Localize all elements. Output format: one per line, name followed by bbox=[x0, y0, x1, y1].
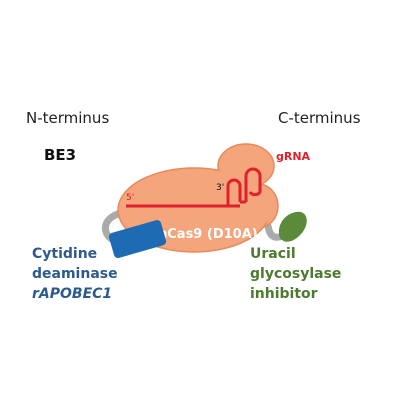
grna-hairpin-1 bbox=[226, 178, 242, 206]
cas9-label: nCas9 (D10A) bbox=[158, 227, 258, 242]
grna-hairpin-2 bbox=[244, 167, 262, 202]
construct-label: BE3 bbox=[44, 146, 76, 164]
deaminase-domain-shape bbox=[108, 220, 167, 259]
deaminase-block bbox=[108, 220, 167, 259]
ugi-label-line3: inhibitor bbox=[250, 286, 318, 302]
cas9-lobe-right-fill bbox=[238, 186, 274, 226]
grna-three-prime-label: 3' bbox=[216, 183, 224, 193]
grna-label: gRNA bbox=[276, 150, 311, 163]
n-terminus-label: N-terminus bbox=[26, 109, 109, 127]
ugi-blob bbox=[278, 211, 307, 242]
ugi-domain-shape bbox=[278, 211, 307, 242]
deaminase-label-line3: rAPOBEC1 bbox=[32, 286, 112, 302]
c-terminus-label: C-terminus bbox=[278, 109, 361, 127]
grna-shape: 5' 3' gRNA bbox=[126, 150, 311, 208]
deaminase-label-line1: Cytidine bbox=[32, 246, 97, 262]
ugi-label-line1: Uracil bbox=[250, 246, 296, 262]
ugi-label-line2: glycosylase bbox=[250, 266, 341, 282]
deaminase-label-line2: deaminase bbox=[32, 266, 118, 282]
grna-five-prime-label: 5' bbox=[126, 193, 134, 203]
